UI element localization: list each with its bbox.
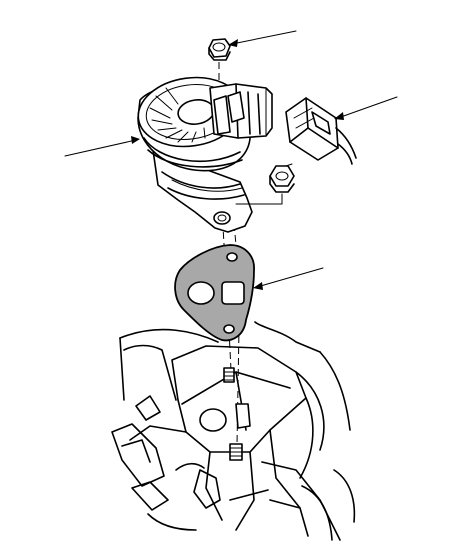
callout-flange-nut-side [285,163,293,167]
callout-flange-nut-top [228,30,297,47]
gasket [174,244,255,342]
electrical-connector [285,97,357,165]
flange-nut-top [208,38,231,61]
flange-nut-side [235,165,295,205]
egr-valve [137,76,273,233]
intake-manifold [111,321,356,541]
callout-egr-valve [64,136,140,157]
callout-gasket [253,267,324,290]
callout-leaders [64,30,398,290]
stud-bolts [223,367,243,461]
callout-electrical-connector [334,96,398,120]
